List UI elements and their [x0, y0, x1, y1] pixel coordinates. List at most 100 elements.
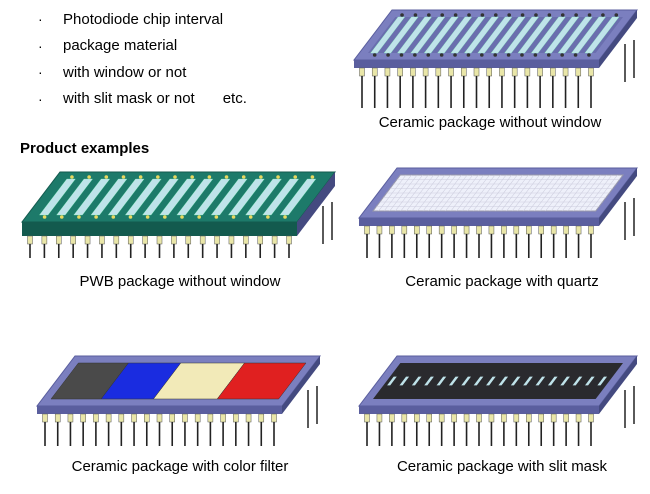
caption-pwb-without-window: PWB package without window	[79, 273, 281, 290]
package-front	[354, 60, 599, 68]
bond-pad	[413, 53, 417, 57]
photodiode-stripe	[90, 178, 128, 216]
photodiode-stripe	[142, 178, 179, 216]
chip-pwb-without-window	[20, 171, 337, 258]
bond-pad	[372, 53, 377, 57]
bond-pad	[94, 215, 98, 219]
bond-pad	[560, 53, 564, 57]
bond-pad	[310, 175, 315, 179]
bond-pad	[386, 53, 390, 57]
pin-shoulder	[364, 413, 370, 423]
pin-shoulder	[410, 67, 416, 77]
chip-ceramic-with-color-filter	[35, 355, 322, 446]
bond-pad	[87, 175, 91, 179]
pin-shoulder	[526, 225, 532, 235]
package-front	[37, 406, 282, 414]
pin-shoulder	[562, 67, 569, 77]
package-side	[282, 356, 320, 414]
photodiode-stripe	[193, 178, 231, 216]
bond-pad	[413, 13, 418, 17]
bond-pad	[507, 13, 511, 17]
pin-shoulder	[99, 235, 105, 245]
pin-shoulder	[588, 225, 594, 235]
pin-shoulder	[364, 225, 370, 235]
pin-shoulder	[42, 413, 48, 423]
pin-shoulder	[414, 413, 420, 423]
bond-pad	[493, 53, 498, 57]
pin-shoulder	[258, 413, 265, 423]
pin-shoulder	[538, 225, 544, 235]
bond-pad	[560, 13, 565, 17]
slit	[387, 376, 397, 386]
bond-pad	[426, 53, 431, 57]
pin-shoulder	[80, 413, 86, 423]
pin-shoulder	[588, 67, 594, 77]
pin-shoulder	[550, 225, 557, 235]
bond-pad	[614, 13, 619, 17]
slit	[411, 376, 422, 386]
package-side	[599, 356, 637, 414]
pin-shoulder	[131, 413, 137, 423]
pin-shoulder	[513, 225, 520, 235]
pin-shoulder	[389, 225, 395, 235]
bullet-text: with window or not	[63, 63, 187, 81]
pin-shoulder	[473, 67, 480, 77]
pin-shoulder	[194, 413, 201, 423]
pin-shoulder	[169, 413, 175, 423]
chip-ceramic-without-window	[352, 9, 639, 108]
photodiode-stripe	[383, 16, 419, 54]
bond-pad	[506, 53, 511, 57]
photodiode-stripe	[159, 178, 196, 216]
bond-pad	[145, 215, 150, 219]
caption-ceramic-with-slit-mask: Ceramic package with slit mask	[396, 458, 608, 475]
slit	[473, 376, 484, 386]
bond-pad	[601, 13, 605, 17]
bond-pad	[400, 13, 404, 17]
slit	[498, 376, 509, 386]
photodiode-stripe	[262, 178, 299, 216]
bond-pad	[42, 215, 47, 219]
pin-shoulder	[207, 413, 214, 423]
slit	[424, 376, 434, 386]
pin-shoulder	[511, 67, 518, 77]
pin-shoulder	[199, 235, 206, 245]
slit	[572, 376, 583, 386]
slit	[510, 376, 521, 386]
pin-shoulder	[575, 67, 582, 77]
pin-shoulder	[486, 67, 492, 77]
pin-shoulder	[401, 225, 408, 235]
pin-shoulder	[376, 413, 383, 423]
pin-shoulder	[401, 413, 408, 423]
pin-shoulder	[389, 413, 395, 423]
slit	[486, 376, 496, 386]
bond-pad	[241, 175, 246, 179]
pin-shoulder	[70, 235, 76, 245]
bond-pad	[224, 175, 229, 179]
pin-shoulder	[245, 413, 252, 423]
slit	[448, 376, 459, 386]
bond-pad	[466, 53, 471, 57]
photodiode-stripe	[56, 178, 93, 216]
pin-shoulder	[397, 67, 403, 77]
slit	[535, 376, 546, 386]
bond-pad	[207, 175, 212, 179]
slit	[523, 376, 533, 386]
bond-pad	[520, 53, 524, 57]
bond-pad	[248, 215, 253, 219]
section-heading: Product examples	[20, 140, 150, 157]
slit	[547, 376, 558, 386]
pin-shoulder	[461, 67, 467, 77]
pin-shoulder	[142, 235, 148, 245]
slit	[461, 376, 471, 386]
package-front	[359, 406, 599, 414]
pin-shoulder	[243, 235, 249, 245]
photodiode-stripe	[557, 16, 593, 54]
pin-shoulder	[426, 225, 432, 235]
package-side	[297, 172, 335, 236]
pin-shoulder	[144, 413, 150, 423]
pin-shoulder	[371, 67, 378, 77]
pin-shoulder	[463, 413, 470, 423]
photodiode-stripe	[228, 178, 265, 216]
color-filter-segment	[216, 362, 307, 400]
slit	[560, 376, 570, 386]
